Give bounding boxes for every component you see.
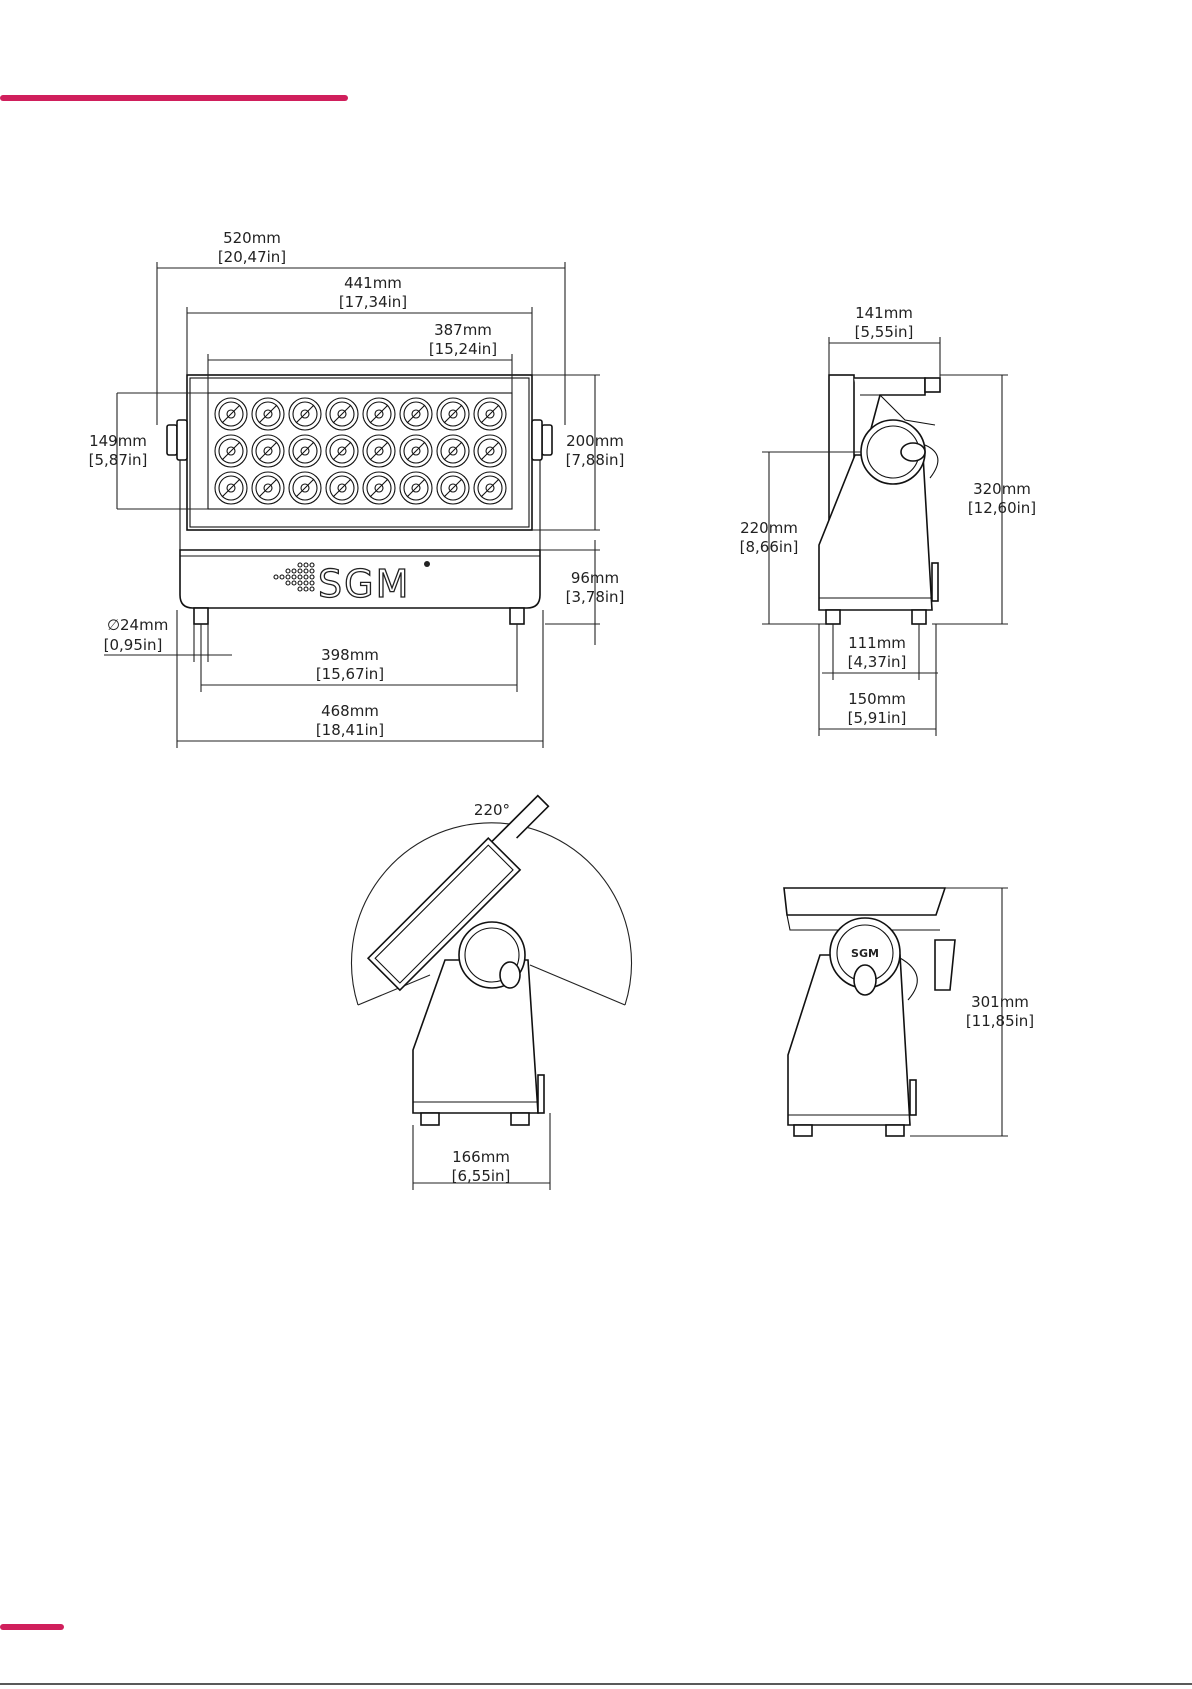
- dim-side-total-height-in: [12,60in]: [968, 499, 1036, 517]
- dim-base-width-in: [18,41in]: [316, 721, 384, 739]
- dim-head-height-in: [7,88in]: [566, 451, 625, 469]
- low-left-foot: [794, 1125, 812, 1136]
- tilt-right-foot: [511, 1113, 529, 1125]
- tilt-left-foot: [421, 1113, 439, 1125]
- dim-side-pivot-height-in: [8,66in]: [740, 538, 799, 556]
- dim-head-height-mm: 200mm: [566, 432, 624, 450]
- dim-low-height-in: [11,85in]: [966, 1012, 1034, 1030]
- logo-wordmark: SGM: [318, 562, 410, 606]
- dim-overall-width-in: [20,47in]: [218, 248, 286, 266]
- dim-lens-height-in: [5,87in]: [89, 451, 148, 469]
- dim-tilt-angle: 220°: [474, 801, 510, 819]
- low-head-outline: [784, 888, 945, 915]
- dim-side-depth-mm: 141mm: [855, 304, 913, 322]
- dim-lens-width-in: [15,24in]: [429, 340, 497, 358]
- dim-foot-diameter-symbol: ∅: [107, 616, 120, 634]
- dim-foot-diameter-mm: 24mm: [120, 616, 168, 634]
- low-profile-view: SGM 301mm [11,85in]: [784, 888, 1034, 1136]
- left-tilt-knob: [167, 425, 177, 455]
- dim-overall-width-mm: 520mm: [223, 229, 281, 247]
- dim-side-total-height-mm: 320mm: [973, 480, 1031, 498]
- dim-side-base-depth-in: [5,91in]: [848, 709, 907, 727]
- side-handle-knob: [901, 443, 925, 461]
- tilt-view: 220° 166mm [6,55in]: [352, 792, 632, 1190]
- dim-side-pivot-height-mm: 220mm: [740, 519, 798, 537]
- dim-tilt-base-depth-mm: 166mm: [452, 1148, 510, 1166]
- dim-tilt-base-depth-in: [6,55in]: [452, 1167, 511, 1185]
- dim-side-feet-spacing-in: [4,37in]: [848, 653, 907, 671]
- low-right-foot: [886, 1125, 904, 1136]
- side-view: 141mm [5,55in] 320mm [12,60in] 220mm [8,…: [740, 304, 1037, 736]
- dim-side-feet-spacing-mm: 111mm: [848, 634, 906, 652]
- low-yoke-logo: SGM: [851, 947, 879, 960]
- dim-lens-height-mm: 149mm: [89, 432, 147, 450]
- dim-side-base-depth-mm: 150mm: [848, 690, 906, 708]
- side-left-foot: [826, 610, 840, 624]
- bottom-accent-bar: [0, 1624, 64, 1630]
- dim-base-height-mm: 96mm: [571, 569, 619, 587]
- dim-base-height-in: [3,78in]: [566, 588, 625, 606]
- front-head-outline: [187, 375, 532, 530]
- dim-foot-diameter-in: [0,95in]: [104, 636, 163, 654]
- dim-head-width-mm: 441mm: [344, 274, 402, 292]
- front-view: SGM 520mm [20,47in] 441mm [17,34in] 387m…: [89, 229, 625, 748]
- front-left-foot: [194, 608, 208, 624]
- dim-lens-width-mm: 387mm: [434, 321, 492, 339]
- dim-feet-spacing-mm: 398mm: [321, 646, 379, 664]
- dim-low-height-mm: 301mm: [971, 993, 1029, 1011]
- right-tilt-knob: [542, 425, 552, 455]
- dim-head-width-in: [17,34in]: [339, 293, 407, 311]
- front-right-foot: [510, 608, 524, 624]
- dim-base-width-mm: 468mm: [321, 702, 379, 720]
- side-right-foot: [912, 610, 926, 624]
- top-accent-bar: [0, 95, 348, 101]
- dim-feet-spacing-in: [15,67in]: [316, 665, 384, 683]
- dim-side-depth-in: [5,55in]: [855, 323, 914, 341]
